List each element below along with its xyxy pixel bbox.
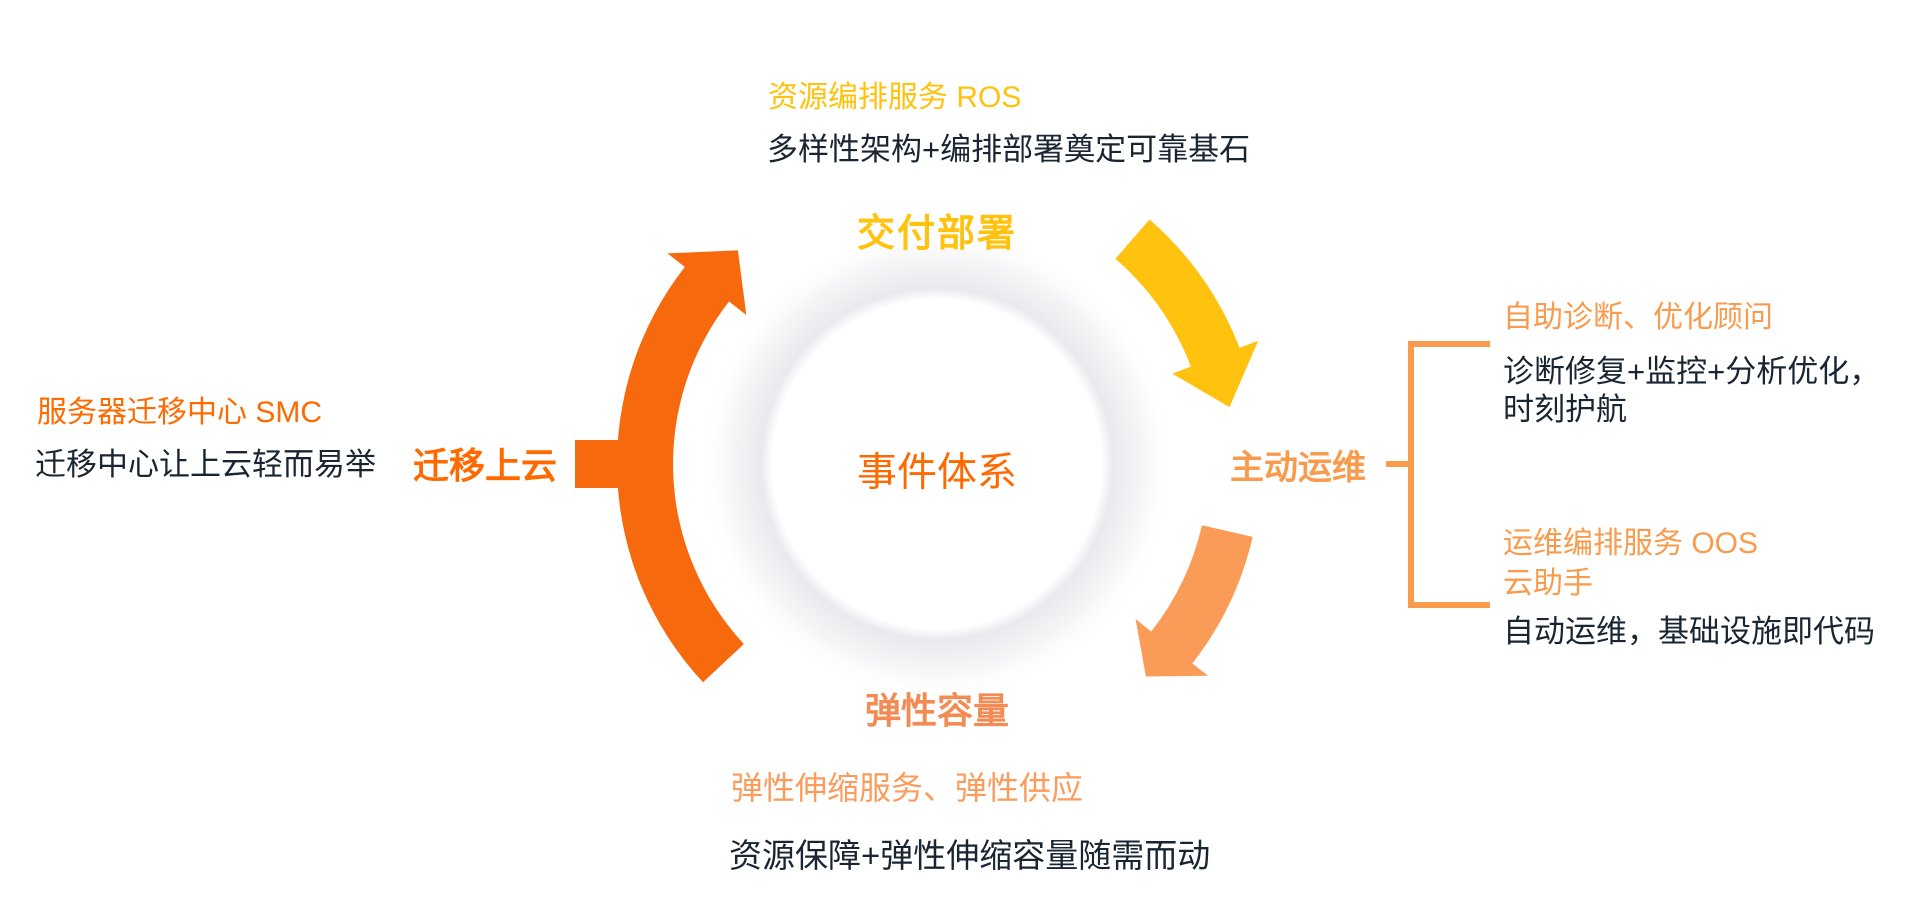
smc-service-title: 服务器迁移中心 SMC [37,396,322,429]
smc-service-desc: 迁移中心让上云轻而易举 [35,447,376,482]
arrow-migrate-to-deploy [617,250,747,683]
bracket-vertical-line [1408,341,1414,608]
oos-assistant-desc: 自动运维，基础设施即代码 [1503,614,1875,649]
bracket-label-dash [1386,461,1408,467]
center-circle-halo [699,226,1175,702]
stage-label-migrate: 迁移上云 [413,445,558,486]
stage-label-deploy: 交付部署 [856,213,1018,255]
ros-service-desc: 多样性架构+编排部署奠定可靠基石 [767,132,1251,167]
center-circle-label: 事件体系 [857,450,1017,495]
arrow-deploy-to-ops [1115,219,1259,408]
arrow-ops-to-capacity [1135,525,1253,677]
ess-service-title: 弹性伸缩服务、弹性供应 [731,770,1084,806]
ess-service-desc: 资源保障+弹性伸缩容量随需而动 [729,837,1211,874]
ros-service-title: 资源编排服务 ROS [768,81,1022,114]
diagnosis-advisor-desc: 诊断修复+监控+分析优化， 时刻护航 [1503,354,1881,427]
bracket-bottom-arm [1408,602,1490,608]
bracket-top-arm [1408,341,1490,347]
diagnosis-advisor-title: 自助诊断、优化顾问 [1503,301,1773,334]
stage-label-capacity: 弹性容量 [864,690,1010,731]
stage-label-ops: 主动运维 [1230,449,1366,487]
migrate-stage-tab [575,440,621,488]
oos-assistant-title: 运维编排服务 OOS 云助手 [1503,527,1759,600]
